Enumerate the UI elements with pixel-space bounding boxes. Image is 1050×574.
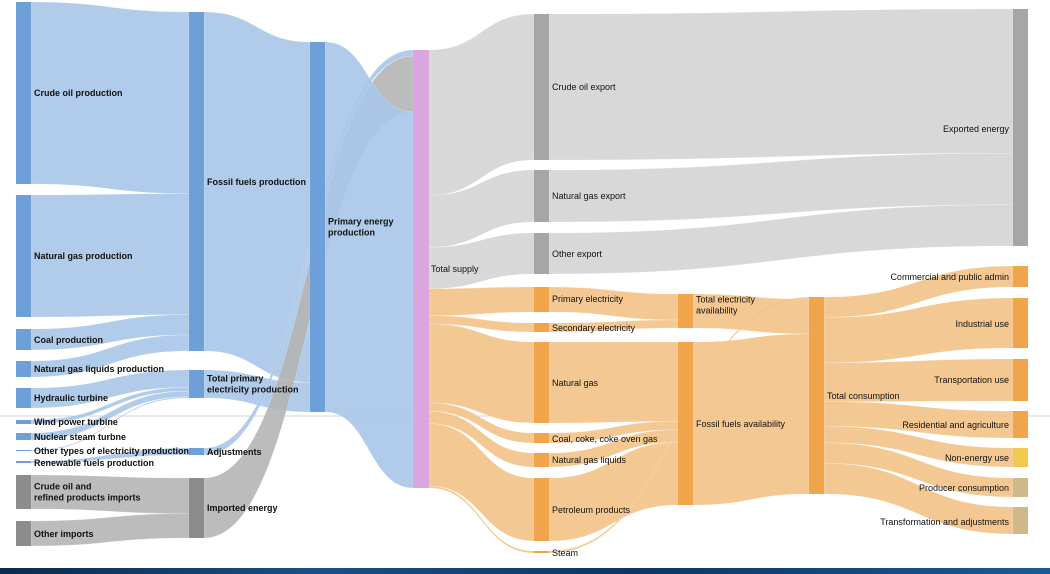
node-label-steam: Steam (552, 548, 578, 558)
node-label-crude-exp: Crude oil export (552, 82, 616, 92)
node-label-imported: Imported energy (207, 503, 278, 513)
node-coal-prod (16, 329, 31, 350)
node-tot-prim-elec (189, 370, 204, 398)
node-label-nonenergy: Non-energy use (945, 453, 1009, 463)
node-natgas (534, 342, 549, 423)
node-imported (189, 478, 204, 538)
node-label-industrial: Industrial use (955, 319, 1009, 329)
node-label-renewable: Renewable fuels production (34, 458, 154, 468)
node-label-coal-coke: Coal, coke, coke oven gas (552, 434, 658, 444)
node-label-adjustments: Adjustments (207, 447, 262, 457)
node-tot-elec-avail (678, 294, 693, 328)
node-label-total-cons: Total consumption (827, 391, 900, 401)
node-other-exp (534, 233, 549, 274)
node-label-fossil-avail: Fossil fuels availability (696, 419, 786, 429)
node-label-prim-elec: Primary electricity (552, 294, 624, 304)
node-label-natgas: Natural gas (552, 378, 599, 388)
node-primary-prod (310, 42, 325, 412)
node-label-natgas-prod: Natural gas production (34, 251, 133, 261)
node-steam (534, 551, 549, 553)
flow-link-crude_exp-to-exported (548, 8, 1014, 161)
node-label-commercial: Commercial and public admin (890, 272, 1009, 282)
node-crude-exp (534, 14, 549, 160)
node-label-fossil-prod: Fossil fuels production (207, 177, 306, 187)
node-transport (1013, 359, 1028, 401)
bottom-decorative-strip (0, 568, 1050, 574)
node-label-producer: Producer consumption (919, 483, 1009, 493)
node-crude-imp (16, 475, 31, 509)
node-nonenergy (1013, 448, 1028, 467)
node-fossil-prod (189, 12, 204, 351)
node-ngl-prod (16, 361, 31, 377)
node-label-hydro: Hydraulic turbine (34, 393, 108, 403)
node-fossil-avail (678, 342, 693, 505)
node-label-petroleum: Petroleum products (552, 505, 631, 515)
node-label-transport: Transportation use (934, 375, 1009, 385)
node-hydro (16, 388, 31, 408)
flow-link-total_supply-to-prim_elec (428, 286, 535, 316)
node-coal-coke (534, 433, 549, 443)
node-ngl (534, 453, 549, 467)
node-label-exported: Exported energy (943, 124, 1010, 134)
node-label-sec-elec: Secondary electricity (552, 323, 636, 333)
node-label-wind: Wind power turbine (34, 417, 118, 427)
node-total-supply (413, 50, 429, 488)
node-industrial (1013, 298, 1028, 348)
node-label-other-elec: Other types of electricity production (34, 446, 189, 456)
node-petroleum (534, 478, 549, 541)
node-label-residential: Residential and agriculture (902, 420, 1009, 430)
node-exported (1013, 9, 1028, 246)
node-renewable (16, 461, 31, 463)
node-label-total-supply: Total supply (431, 264, 479, 274)
node-label-ngl-prod: Natural gas liquids production (34, 364, 164, 374)
node-adjustments (189, 448, 204, 455)
node-total-cons (809, 297, 824, 494)
node-label-ngl: Natural gas liquids (552, 455, 627, 465)
flow-links (30, 1, 1014, 554)
node-label-natgas-exp: Natural gas export (552, 191, 626, 201)
node-commercial (1013, 266, 1028, 287)
node-sec-elec (534, 323, 549, 332)
node-label-coal-prod: Coal production (34, 335, 103, 345)
node-label-nuclear: Nuclear steam turbne (34, 432, 126, 442)
flow-link-total_supply-to-crude_exp (428, 13, 535, 196)
node-label-other-exp: Other export (552, 249, 603, 259)
node-prim-elec (534, 287, 549, 312)
node-crude-prod (16, 2, 31, 184)
node-natgas-prod (16, 195, 31, 317)
node-label-other-imp: Other imports (34, 529, 94, 539)
flow-nodes (16, 2, 1028, 553)
node-natgas-exp (534, 170, 549, 222)
node-producer (1013, 478, 1028, 497)
node-label-transformation: Transformation and adjustments (880, 517, 1009, 527)
node-wind (16, 420, 31, 424)
node-residential (1013, 411, 1028, 438)
node-nuclear (16, 433, 31, 440)
node-label-crude-prod: Crude oil production (34, 88, 123, 98)
node-transformation (1013, 507, 1028, 534)
node-other-elec (16, 450, 31, 451)
node-other-imp (16, 521, 31, 546)
